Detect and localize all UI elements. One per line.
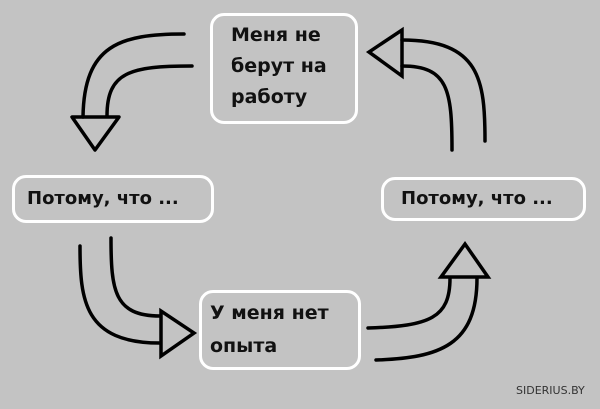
watermark: SIDERIUS.BY bbox=[516, 384, 585, 397]
node-right: Потому, что ... bbox=[381, 177, 586, 221]
arrow-right-to-top bbox=[365, 26, 487, 152]
node-top-line2: берут на bbox=[231, 55, 327, 77]
node-top-line3: работу bbox=[231, 86, 308, 108]
arrow-left-to-bottom bbox=[78, 236, 198, 360]
node-bottom-line1: У меня нет bbox=[210, 302, 329, 324]
node-right-text: Потому, что ... bbox=[401, 188, 553, 209]
node-left-text: Потому, что ... bbox=[27, 188, 179, 209]
node-bottom-line2: опыта bbox=[210, 335, 278, 357]
node-top-line1: Меня не bbox=[231, 24, 321, 46]
node-bottom: У меня нет опыта bbox=[199, 290, 361, 370]
arrow-bottom-to-right bbox=[366, 240, 492, 362]
node-top: Меня не берут на работу bbox=[210, 13, 358, 124]
arrow-top-to-left bbox=[70, 32, 194, 152]
node-left: Потому, что ... bbox=[12, 175, 214, 223]
